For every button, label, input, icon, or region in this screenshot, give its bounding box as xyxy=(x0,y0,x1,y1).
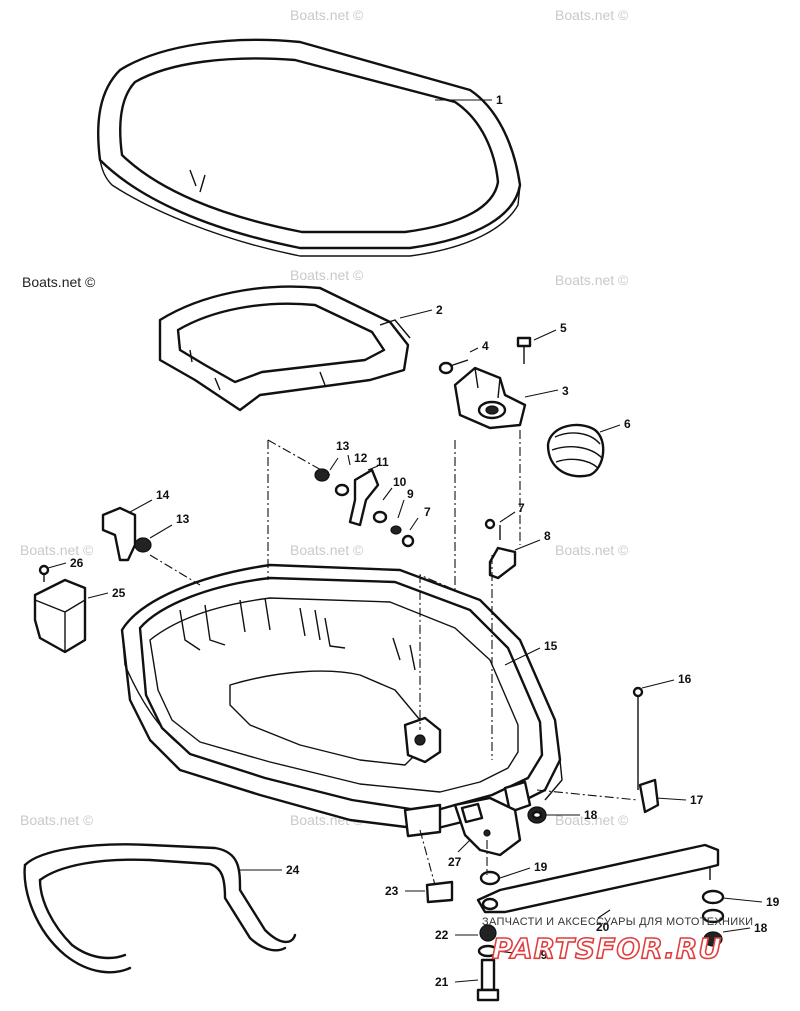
callout-5: 5 xyxy=(560,321,567,335)
partsfor-branding: ЗАПЧАСТИ И АКСЕССУАРЫ ДЛЯ МОТОТЕХНИКИ PA… xyxy=(482,916,753,966)
callout-1: 1 xyxy=(496,93,503,107)
callout-23: 23 xyxy=(385,884,399,898)
callout-9: 9 xyxy=(407,487,414,501)
watermark-text: Boats.net © xyxy=(290,267,364,283)
callout-4: 4 xyxy=(482,339,489,353)
callout-19: 19 xyxy=(766,895,780,909)
part-4-screw xyxy=(438,359,469,375)
callout-7: 7 xyxy=(518,501,525,515)
part-20-link-rod xyxy=(476,843,720,914)
callout-18: 18 xyxy=(584,808,598,822)
callout-16: 16 xyxy=(678,672,692,686)
callout-26: 26 xyxy=(70,556,84,570)
callout-24: 24 xyxy=(286,863,300,877)
callout-7: 7 xyxy=(424,505,431,519)
part-27-plate xyxy=(460,802,484,824)
part-1-cover-seal xyxy=(97,38,522,257)
part-23-bumper xyxy=(425,880,454,904)
phantom-lines xyxy=(149,430,639,886)
watermark-text: Boats.net © xyxy=(20,812,94,828)
callout-10: 10 xyxy=(393,475,407,489)
watermark-text: Boats.net © xyxy=(555,542,629,558)
part-25-block xyxy=(33,564,87,654)
part-14-hook xyxy=(101,506,152,562)
watermark-text: Boats.net © xyxy=(555,272,629,288)
callout-18: 18 xyxy=(754,921,768,935)
callout-labels: 1 2 3 4 5 6 7 7 8 9 10 11 12 13 13 14 15… xyxy=(70,93,780,989)
part-5-bolt xyxy=(516,336,532,364)
callout-25: 25 xyxy=(112,586,126,600)
watermark-text: Boats.net © xyxy=(290,7,364,23)
callout-2: 2 xyxy=(436,303,443,317)
callout-6: 6 xyxy=(624,417,631,431)
callout-27: 27 xyxy=(448,855,462,869)
callout-21: 21 xyxy=(435,975,449,989)
watermark-text: Boats.net © xyxy=(20,542,94,558)
callout-22: 22 xyxy=(435,928,449,942)
callout-8: 8 xyxy=(544,529,551,543)
part-16-17 xyxy=(632,686,660,814)
callout-3: 3 xyxy=(562,384,569,398)
callout-19: 19 xyxy=(534,860,548,874)
callout-19: 19 xyxy=(534,948,548,962)
callout-17: 17 xyxy=(690,793,704,807)
part-3-bracket-plate xyxy=(453,366,527,430)
part-18-nut xyxy=(527,806,547,824)
callout-15: 15 xyxy=(544,639,558,653)
callout-20: 20 xyxy=(596,920,610,934)
callout-13: 13 xyxy=(336,439,350,453)
callout-11: 11 xyxy=(376,455,389,469)
branding-tagline: ЗАПЧАСТИ И АКСЕССУАРЫ ДЛЯ МОТОТЕХНИКИ xyxy=(482,916,753,928)
part-15-lower-cowl xyxy=(120,563,563,857)
watermark-text: Boats.net © xyxy=(555,7,629,23)
callout-14: 14 xyxy=(156,488,170,502)
watermark-text: Boats.net © xyxy=(290,542,364,558)
part-6-grommet xyxy=(546,423,605,478)
watermark-main: Boats.net © xyxy=(22,274,96,290)
watermark-layer: Boats.net © Boats.net © Boats.net © Boat… xyxy=(20,7,629,828)
part-8-latch-bracket xyxy=(488,546,517,580)
hardware-cluster-7-13 xyxy=(314,468,501,548)
callout-12: 12 xyxy=(354,451,368,465)
callout-13: 13 xyxy=(176,512,190,526)
branding-site: PARTSFOR.RU xyxy=(492,932,722,965)
rod-hardware xyxy=(476,870,725,1002)
watermark-text: Boats.net © xyxy=(555,812,629,828)
part-2-inner-frame xyxy=(158,285,411,412)
part-24-handle xyxy=(23,843,297,974)
leader-lines xyxy=(47,99,763,983)
